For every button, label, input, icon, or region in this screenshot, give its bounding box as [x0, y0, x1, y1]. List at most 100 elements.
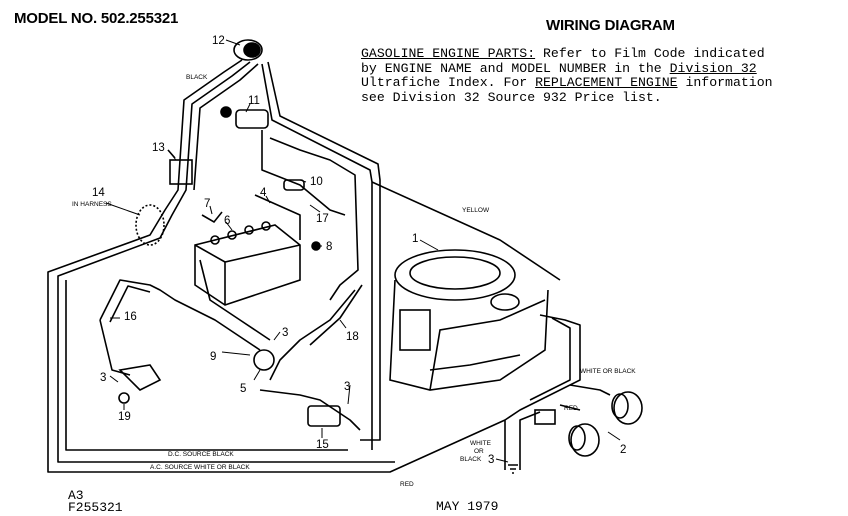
callout-6: 6: [224, 215, 230, 227]
solenoid-icon: [235, 109, 269, 129]
wire-18-b: [309, 284, 363, 346]
callout-5: 5: [240, 383, 246, 395]
callout-numbers: 12 11 13 10 14 4 7 6 17 8 1 16 18 3 9 5 …: [92, 35, 626, 466]
label-ac-source: A.C. SOURCE WHITE OR BLACK: [150, 464, 250, 471]
diagram-title: WIRING DIAGRAM: [546, 17, 675, 34]
headlight-left-back: [568, 425, 586, 451]
wire-key-switch-3: [99, 319, 131, 376]
headlight-right-back: [611, 393, 629, 419]
callout-14: 14: [92, 187, 105, 199]
ignition-switch-icon: [118, 364, 162, 391]
wire-18: [269, 289, 356, 381]
headlight-left-icon: [570, 423, 600, 457]
callout-3-d: 3: [488, 454, 494, 466]
fuse-holder-icon: [283, 179, 305, 191]
diagram-code-f255321: F255321: [68, 500, 123, 515]
callout-16: 16: [124, 311, 137, 323]
label-white-stack-3: BLACK: [460, 456, 482, 463]
callout-11: 11: [248, 95, 260, 107]
callout-leaders: [105, 39, 621, 463]
label-white-or-black: WHITE OR BLACK: [580, 368, 636, 375]
starter-solenoid-icon: [253, 349, 275, 371]
parts-note: GASOLINE ENGINE PARTS: Refer to Film Cod…: [361, 46, 773, 105]
terminal-nut-icon: [201, 211, 223, 224]
engine-base-line: [429, 354, 521, 371]
label-black-top: BLACK: [186, 74, 208, 81]
battery-cell-cap: [261, 221, 271, 231]
wire-right-3: [519, 411, 541, 470]
diagram-date: MAY 1979: [436, 499, 499, 514]
headlight-connector-icon: [534, 409, 556, 425]
wire-labels: BLACK IN HARNESS YELLOW WHITE OR BLACK R…: [72, 74, 636, 488]
ground-icon: [508, 464, 518, 474]
engine-block-detail: [429, 299, 546, 391]
callout-4: 4: [260, 187, 267, 199]
label-yellow: YELLOW: [462, 207, 490, 214]
label-white-stack-1: WHITE: [470, 440, 492, 447]
note-line-3-text: Ultrafiche Index. For: [361, 75, 536, 90]
callout-9: 9: [210, 351, 216, 363]
note-line-1-text: Refer to Film Code indicated: [535, 46, 765, 61]
callout-18: 18: [346, 331, 359, 343]
wire-top-run-2: [267, 61, 381, 441]
note-line-2: by ENGINE NAME and MODEL NUMBER in the D…: [361, 60, 773, 77]
label-red-right: RED: [564, 405, 578, 412]
wire-key-switch-1: [99, 279, 261, 351]
callout-7: 7: [204, 198, 210, 210]
callout-17: 17: [316, 213, 329, 225]
callout-13: 13: [152, 142, 165, 154]
wire-outer-2: [57, 61, 395, 463]
wire-solenoid-2: [269, 137, 359, 301]
wire-battery-neg: [199, 259, 271, 341]
callout-3-b: 3: [100, 372, 106, 384]
replacement-engine-reference: REPLACEMENT ENGINE: [535, 75, 678, 90]
battery-cell-cap: [244, 225, 254, 235]
wire-battery-pos: [254, 194, 301, 240]
wire-headlight-1: [569, 384, 611, 396]
callout-1: 1: [412, 233, 418, 245]
model-number: MODEL NO. 502.255321: [14, 10, 179, 27]
light-switch-icon: [169, 159, 193, 185]
note-heading: GASOLINE ENGINE PARTS:: [361, 46, 536, 61]
wire-right-1: [504, 314, 581, 470]
battery-icon: [194, 224, 301, 306]
wire-right-2: [529, 317, 571, 401]
solenoid-terminal-icon: [220, 106, 232, 118]
callout-15: 15: [316, 439, 329, 451]
callout-3-a: 3: [282, 327, 288, 339]
wire-top-run-1: [261, 63, 373, 450]
note-line-3: Ultrafiche Index. For REPLACEMENT ENGINE…: [361, 75, 773, 91]
note-line-4: see Division 32 Source 932 Price list.: [361, 89, 662, 105]
note-line-3-end: information: [677, 75, 773, 90]
components: [118, 39, 643, 474]
wire-switch-15: [259, 389, 361, 431]
note-line-2-text: by ENGINE NAME and MODEL NUMBER in the: [361, 60, 670, 76]
engine-shroud-icon: [394, 249, 516, 301]
label-dc-source: D.C. SOURCE BLACK: [168, 451, 234, 458]
key-icon: [118, 392, 130, 404]
wire-harness: [47, 59, 611, 473]
wire-outer-1: [47, 59, 506, 473]
engine-block-icon: [389, 279, 549, 391]
battery-edges: [194, 244, 301, 305]
callout-2: 2: [620, 444, 626, 456]
engine-cap-icon: [490, 293, 520, 311]
wire-outer-3: [193, 63, 259, 191]
wire-red-right: [559, 404, 581, 411]
callout-12: 12: [212, 35, 225, 47]
wire-dc-source: [65, 280, 348, 451]
callout-8: 8: [326, 241, 332, 253]
wire-yellow: [371, 181, 561, 281]
callout-10: 10: [310, 176, 323, 188]
callout-19: 19: [118, 411, 131, 423]
note-line-1: GASOLINE ENGINE PARTS: Refer to Film Cod…: [361, 46, 773, 62]
callout-3-c: 3: [344, 381, 350, 393]
wire-solenoid-1: [261, 130, 346, 216]
diagram-code-a3: A3: [68, 488, 84, 503]
battery-cell-cap: [227, 230, 237, 240]
label-red-bottom: RED: [400, 481, 414, 488]
interlock-switch-icon: [307, 405, 341, 427]
engine-side-panel: [399, 309, 431, 351]
division-32-reference: Division 32: [669, 60, 757, 76]
